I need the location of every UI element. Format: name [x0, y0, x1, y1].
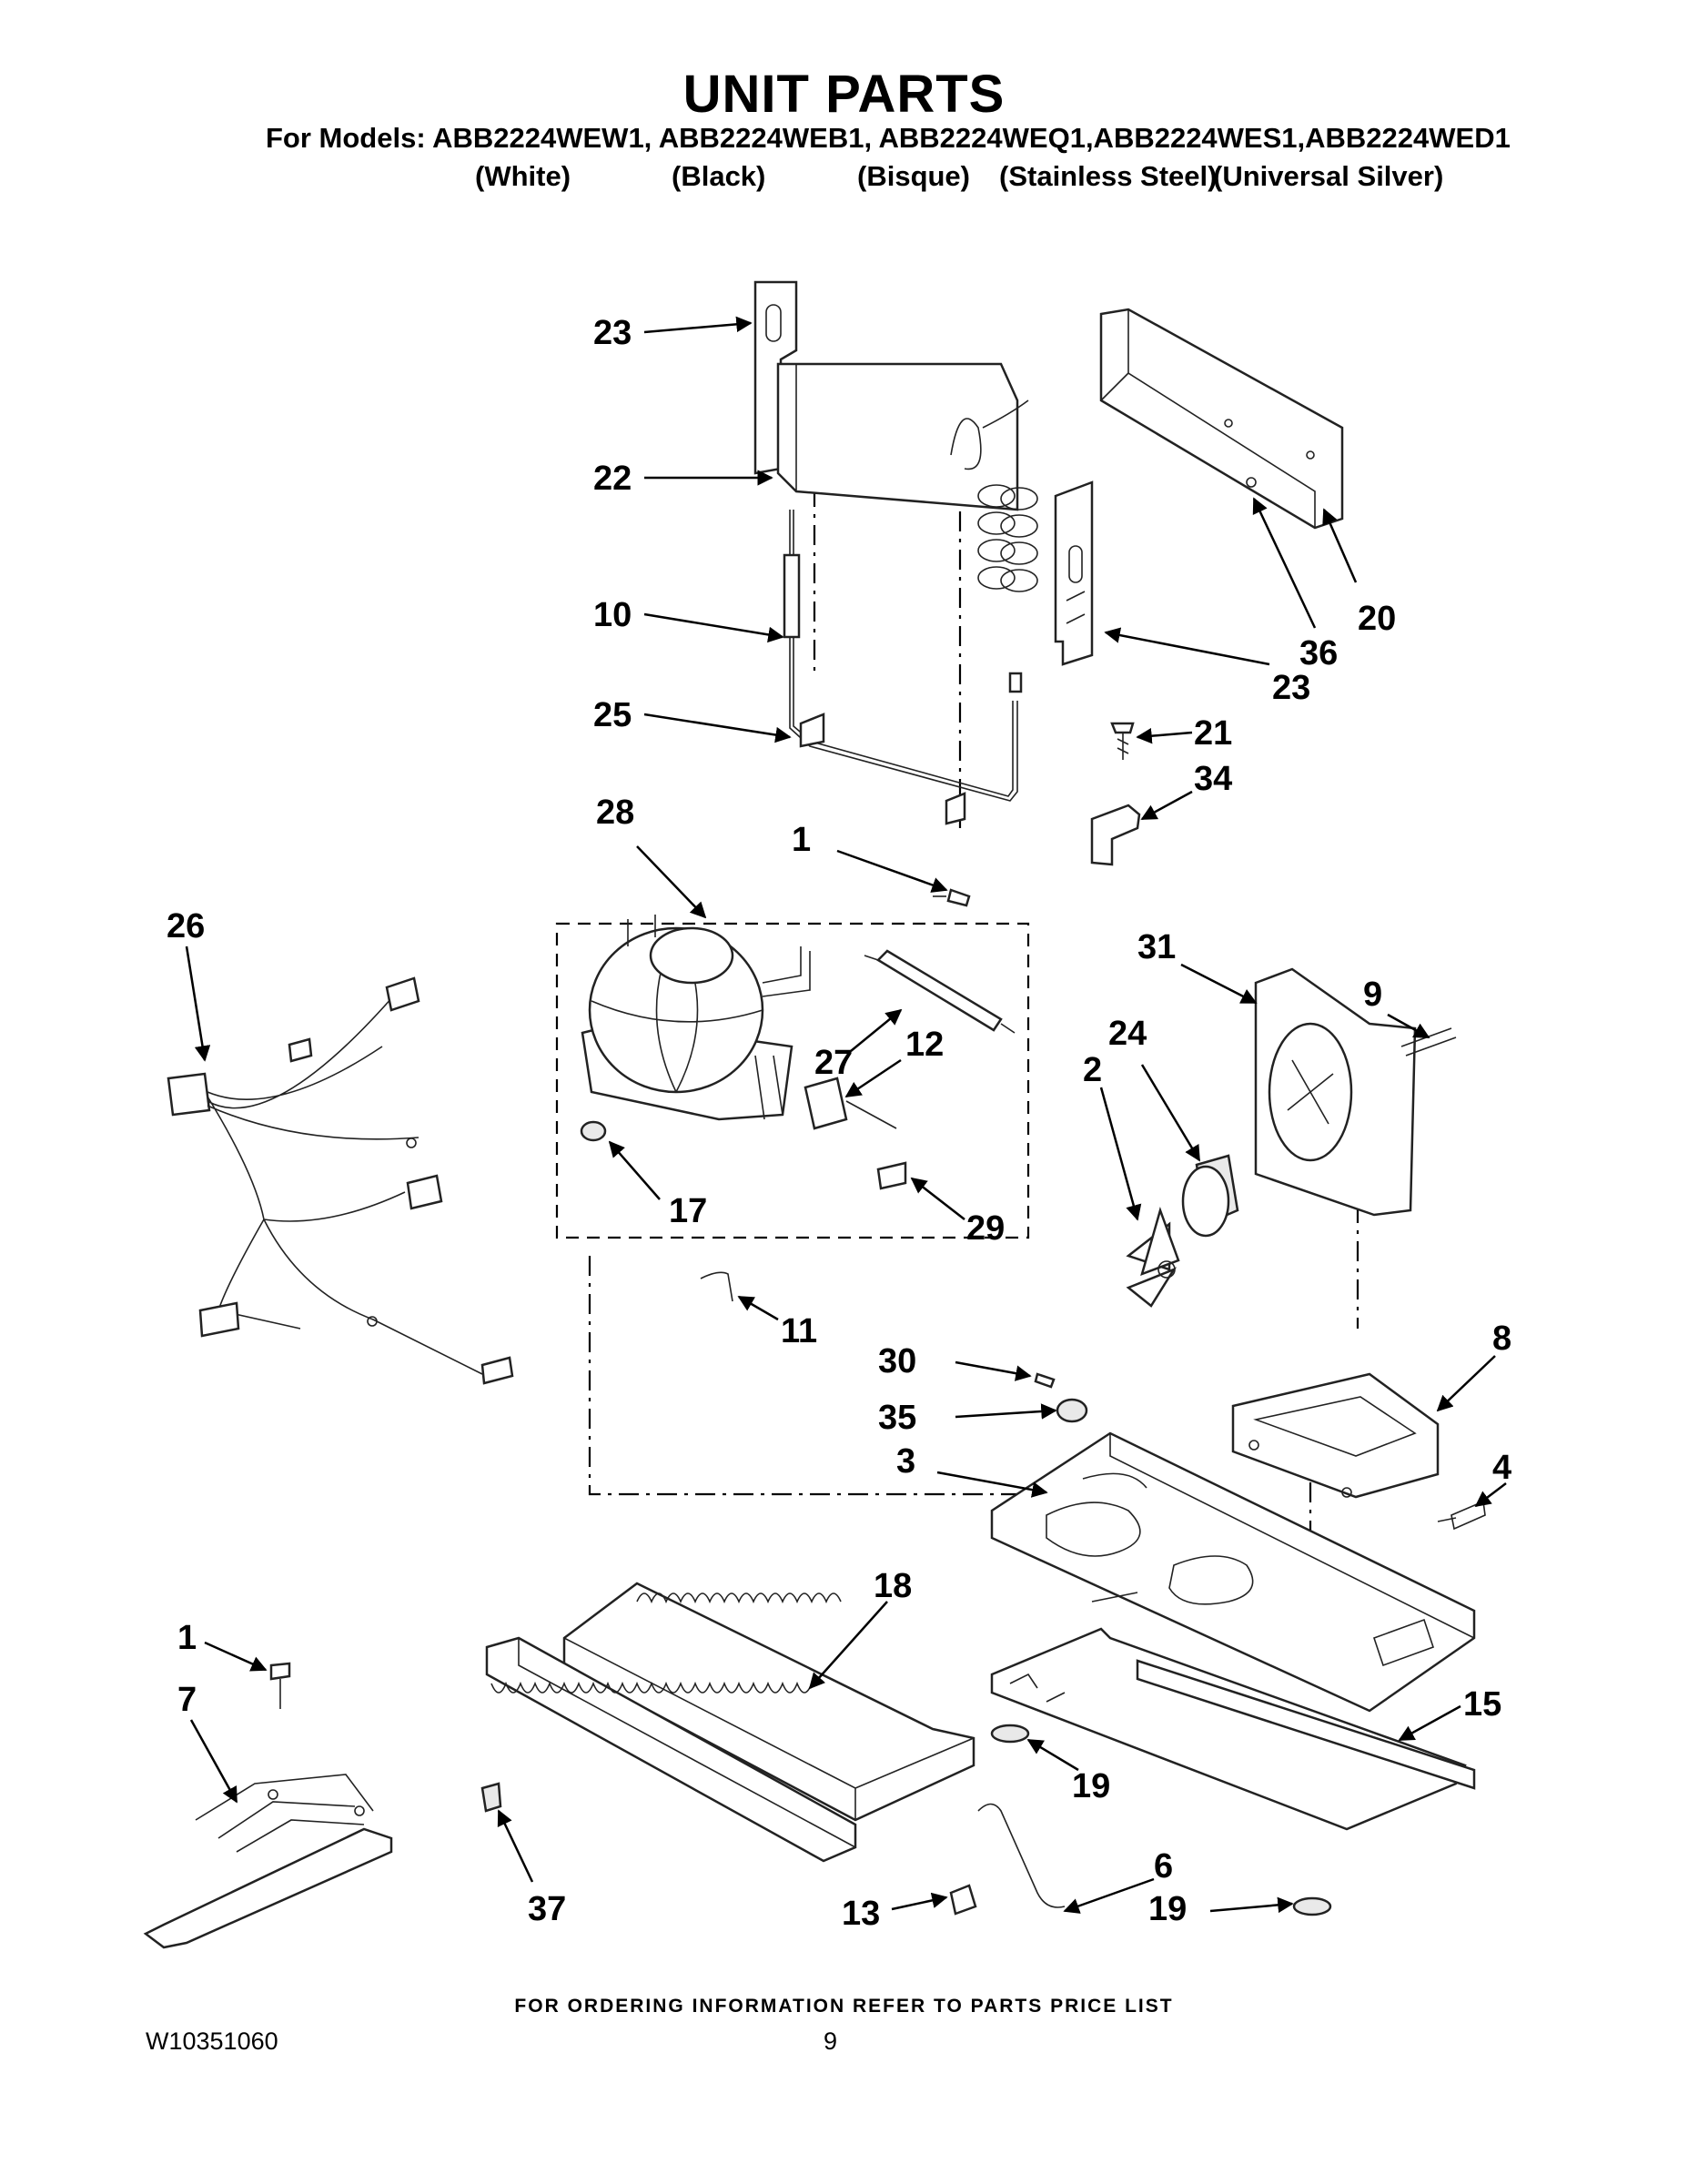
- page-number: 9: [824, 2027, 838, 2055]
- color-white: (White): [475, 160, 571, 192]
- callout-9: 9: [1363, 976, 1382, 1014]
- filter-drier: [864, 888, 1016, 1034]
- wire-harness: [167, 976, 514, 1385]
- callout-19-left: 19: [1072, 1767, 1110, 1805]
- callout-11: 11: [781, 1312, 817, 1350]
- lower-harness: [143, 1662, 393, 1949]
- callout-8: 8: [1492, 1320, 1511, 1358]
- color-black: (Black): [672, 160, 766, 192]
- callout-20: 20: [1358, 600, 1396, 638]
- callout-30: 30: [878, 1342, 916, 1380]
- defrost-heater: [783, 510, 1023, 825]
- leader-lines: [185, 316, 1507, 1914]
- callout-36: 36: [1299, 634, 1338, 672]
- small-fittings: [700, 1271, 1088, 1423]
- document-number: W10351060: [146, 2027, 278, 2055]
- callout-7: 7: [177, 1681, 197, 1719]
- callout-31: 31: [1137, 928, 1176, 966]
- callout-6: 6: [1154, 1847, 1173, 1886]
- callout-15: 15: [1463, 1685, 1501, 1724]
- callout-34: 34: [1194, 760, 1232, 798]
- callout-22: 22: [593, 460, 632, 498]
- callout-3: 3: [896, 1442, 915, 1481]
- color-bisque: (Bisque): [857, 160, 970, 192]
- condenser-fan-assembly: [1126, 967, 1457, 1308]
- screw-and-bracket: [1090, 722, 1141, 866]
- color-universal-silver: (Universal Silver): [1213, 160, 1444, 192]
- evaporator-assembly: [753, 280, 1094, 666]
- callout-27: 27: [814, 1044, 853, 1082]
- callout-19-right: 19: [1148, 1890, 1187, 1928]
- fan-bracket: [1231, 1372, 1440, 1499]
- callout-26: 26: [167, 907, 205, 945]
- callout-12: 12: [905, 1026, 944, 1064]
- callout-35: 35: [878, 1399, 916, 1437]
- callout-29: 29: [966, 1209, 1005, 1248]
- callout-23-right: 23: [1272, 669, 1310, 707]
- callout-17: 17: [669, 1192, 707, 1230]
- callout-21: 21: [1194, 714, 1232, 753]
- condenser: [480, 1582, 975, 1863]
- page-title: UNIT PARTS: [682, 65, 1006, 124]
- callout-37: 37: [528, 1890, 566, 1928]
- models-line: For Models: ABB2224WEW1, ABB2224WEB1, AB…: [266, 122, 1511, 154]
- callout-13: 13: [842, 1895, 880, 1933]
- color-stainless-steel: (Stainless Steel): [999, 160, 1218, 192]
- callout-4: 4: [1492, 1449, 1511, 1487]
- compressor-assembly: [580, 915, 907, 1190]
- callout-1-top: 1: [792, 821, 811, 859]
- ordering-note: FOR ORDERING INFORMATION REFER TO PARTS …: [514, 1996, 1174, 2017]
- callout-18: 18: [874, 1567, 912, 1605]
- base-plate: [990, 1431, 1486, 1713]
- callout-23-top: 23: [593, 314, 632, 352]
- callout-10: 10: [593, 596, 632, 634]
- callout-24: 24: [1108, 1015, 1147, 1053]
- callout-numbers: 23 22 10 25 20 36 23 21 34 28 1 26 27 12…: [167, 314, 1511, 1933]
- drain-pan: [949, 1627, 1476, 1916]
- callout-1-bottom: 1: [177, 1619, 197, 1657]
- callout-28: 28: [596, 794, 634, 832]
- callout-2: 2: [1083, 1051, 1102, 1089]
- callout-25: 25: [593, 696, 632, 734]
- evaporator-cover: [1099, 308, 1344, 530]
